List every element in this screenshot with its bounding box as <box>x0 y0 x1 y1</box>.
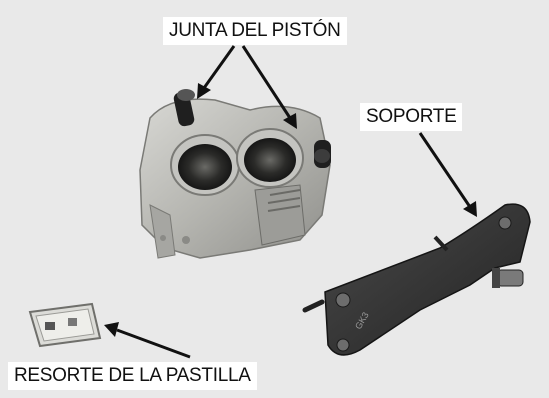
bracket-part: GK3 <box>302 203 531 356</box>
pad-spring-part <box>28 302 102 348</box>
caliper-body <box>139 89 331 259</box>
piston-seal-label: JUNTA DEL PISTÓN <box>163 17 347 45</box>
callout-arrows <box>104 45 477 359</box>
bracket-label: SOPORTE <box>360 103 463 131</box>
pad-spring-label: RESORTE DE LA PASTILLA <box>8 362 257 390</box>
